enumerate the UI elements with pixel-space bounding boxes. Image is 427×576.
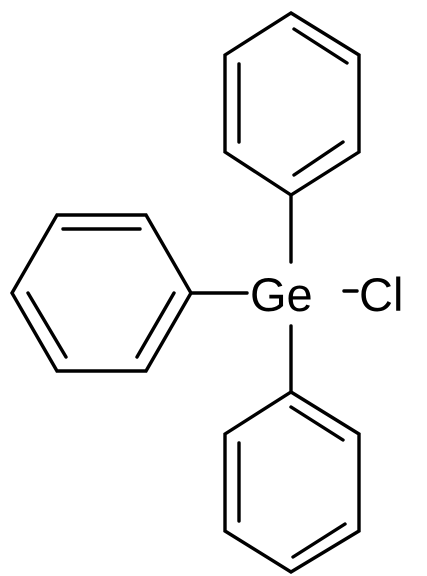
phenyl-ring-left (10, 213, 193, 373)
ring-top-outline (223, 10, 361, 198)
phenyl-ring-top (223, 10, 361, 198)
atom-label-germanium: Ge (250, 268, 313, 321)
ring-top-double-bond-1 (292, 27, 349, 65)
ring-bottom-outline (223, 389, 361, 574)
ring-top-double-bond-2 (292, 140, 345, 177)
ring-left-double-bond-3 (26, 291, 68, 359)
phenyl-ring-bottom (223, 389, 361, 574)
ring-bottom-double-bond-2 (291, 522, 347, 559)
atom-label-chlorine: Cl (359, 268, 403, 321)
ring-left-outline (10, 213, 193, 373)
ring-bottom-double-bond-1 (289, 405, 345, 442)
ring-left-double-bond-2 (135, 291, 176, 359)
